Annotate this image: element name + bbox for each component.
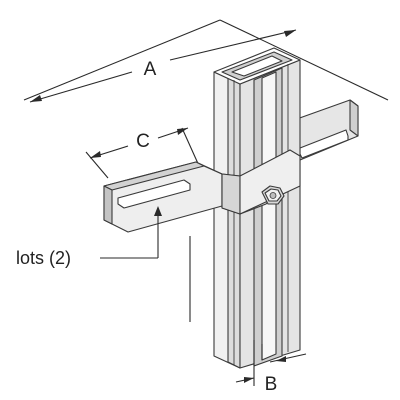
dimension-a-line-left — [29, 71, 133, 103]
dimension-b-arrow-left — [244, 377, 254, 383]
dimension-a-label: A — [144, 59, 157, 80]
dimension-a-line-right — [169, 29, 297, 61]
strut-channel — [213, 47, 301, 369]
dimension-b-label: B — [265, 374, 278, 395]
slots-callout-label: lots (2) — [16, 248, 71, 268]
dimension-b-arrow-right — [276, 356, 286, 362]
dimension-c-extension-right — [181, 127, 201, 169]
front-slot — [117, 179, 191, 209]
slots-callout-arrow — [154, 206, 162, 216]
slots-callout: lots (2) — [16, 206, 162, 268]
dimension-c-label: C — [136, 131, 150, 152]
dimension-c: C — [85, 127, 201, 179]
dimension-a-arrow-right — [284, 30, 296, 37]
dimension-a-extension-left — [23, 19, 221, 101]
dimension-c-arrow-right — [177, 128, 188, 135]
dimension-a: A — [23, 19, 389, 103]
dimension-b: B — [189, 236, 307, 395]
dimension-b-line-right — [269, 353, 307, 363]
bolt-nut — [261, 185, 285, 205]
dimension-c-arrow-left — [90, 151, 101, 158]
dimension-c-extension-left — [85, 151, 109, 179]
dimension-a-arrow-left — [30, 95, 42, 102]
dimension-a-extension-right — [219, 19, 389, 101]
